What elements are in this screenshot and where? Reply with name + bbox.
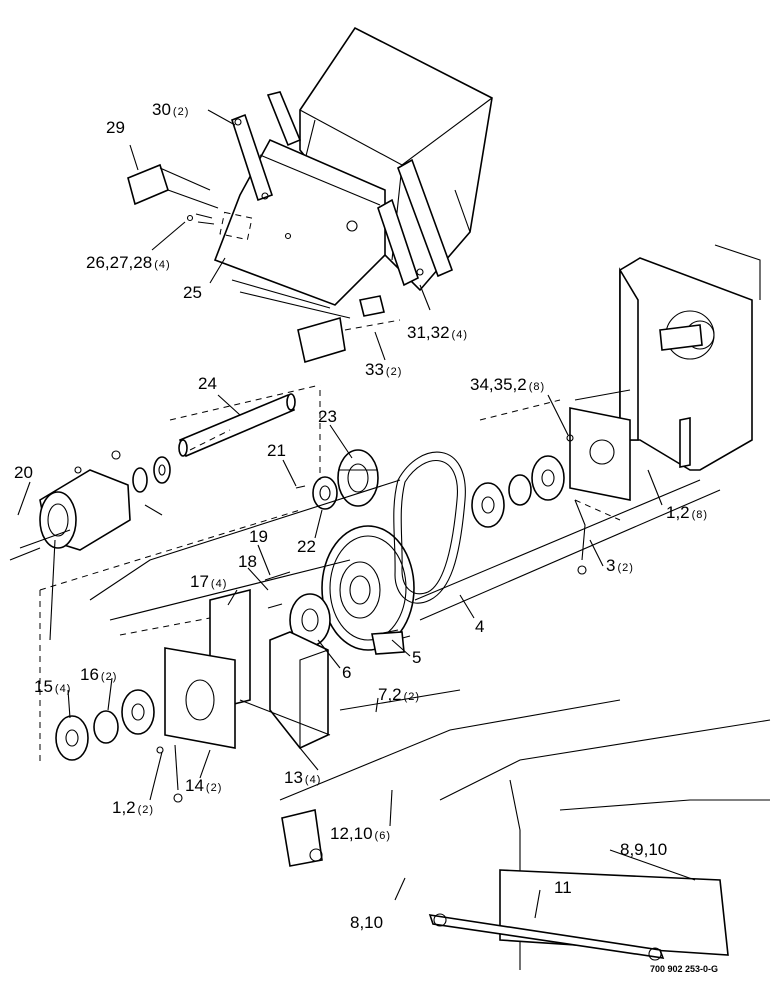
callout-1-2-upper: 1,2(8) [666, 503, 708, 522]
callout-30: 30(2) [152, 100, 189, 119]
pulley-5 [321, 525, 415, 655]
frame-rails [89, 479, 721, 801]
hardware-26 [186, 213, 215, 225]
callout-13: 13(4) [284, 768, 321, 787]
belt-4 [393, 451, 466, 604]
callout-20: 20 [14, 463, 33, 482]
callout-19: 19 [249, 527, 268, 546]
callouts: 30(2) 29 26,27,28(4) 25 31,32(4) 33(2) 2… [14, 100, 708, 932]
callout-34-35-2: 34,35,2(8) [470, 375, 545, 394]
bottom-bracket [281, 809, 323, 867]
callout-8-9-10: 8,9,10 [620, 840, 667, 859]
bar-11 [428, 913, 665, 961]
bearing-set-left [55, 689, 183, 803]
callout-11: 11 [554, 878, 572, 897]
callout-26-27-28: 26,27,28(4) [86, 253, 171, 272]
callout-16: 16(2) [80, 665, 117, 684]
assembly-dashes [39, 384, 621, 765]
sprocket-23 [337, 449, 379, 507]
tube-29 [127, 163, 219, 209]
callout-31-32: 31,32(4) [407, 323, 468, 342]
bearing-set-right [471, 434, 587, 575]
callout-29: 29 [106, 118, 125, 137]
callout-24: 24 [198, 374, 217, 393]
right-frame [569, 244, 761, 501]
mount-bracket-13 [239, 631, 331, 749]
hub-22 [295, 476, 338, 510]
pin-18-19 [264, 571, 291, 609]
callout-12-10: 12,10(6) [330, 824, 391, 843]
callout-4: 4 [475, 617, 484, 636]
callout-21: 21 [267, 441, 286, 460]
callout-17: 17(4) [190, 572, 227, 591]
drawing-code: 700 902 253-0-G [650, 964, 718, 974]
callout-5: 5 [412, 648, 421, 667]
bracket-right [377, 158, 454, 287]
callout-6: 6 [342, 663, 351, 682]
callout-25: 25 [183, 283, 202, 302]
leader-lines [17, 109, 696, 919]
callout-8-10: 8,10 [350, 913, 383, 932]
callout-23: 23 [318, 407, 337, 426]
callout-1-2-lower: 1,2(2) [112, 798, 154, 817]
gearbox-20 [9, 450, 171, 641]
callout-3: 3(2) [606, 556, 634, 575]
callout-15: 15(4) [34, 677, 71, 696]
callout-14: 14(2) [185, 776, 222, 795]
shaft-24 [178, 393, 296, 458]
callout-18: 18 [238, 552, 257, 571]
callout-22: 22 [297, 537, 316, 556]
mount-plate-14 [164, 647, 236, 749]
callout-33: 33(2) [365, 360, 402, 379]
callout-7-2: 7,2(2) [378, 685, 420, 704]
hopper-base-lines [231, 279, 351, 319]
mount-33 [297, 295, 401, 364]
bracket-30 [231, 91, 302, 202]
